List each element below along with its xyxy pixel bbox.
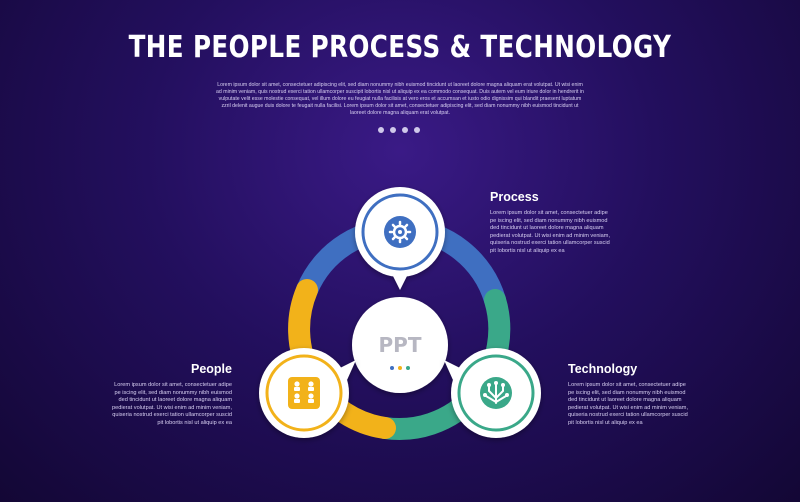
people-title: People	[191, 362, 232, 376]
process-text-block: Process Lorem ipsum dolor sit amet, cons…	[490, 190, 610, 256]
technology-title: Technology	[568, 362, 638, 376]
center-dot-yellow	[398, 366, 402, 370]
circuit-icon	[480, 377, 512, 409]
people-description: Lorem ipsum dolor sit amet, consectetuer…	[112, 382, 233, 426]
pagination-dot	[378, 127, 384, 133]
pagination-dot	[390, 127, 396, 133]
process-description: Lorem ipsum dolor sit amet, consectetuer…	[490, 210, 611, 254]
center-dot-green	[406, 366, 410, 370]
page-subtitle: Lorem ipsum dolor sit amet, consectetuer…	[216, 82, 584, 116]
pagination-dot	[414, 127, 420, 133]
page-title: THE PEOPLE PROCESS & TECHNOLOGY	[128, 30, 672, 65]
center-label: PPT	[379, 333, 422, 357]
people-grid-icon	[288, 377, 320, 409]
pagination-dots	[378, 127, 420, 133]
people-text-block: People Lorem ipsum dolor sit amet, conse…	[110, 362, 232, 428]
center-dot-blue	[390, 366, 394, 370]
technology-description: Lorem ipsum dolor sit amet, consectetuer…	[568, 382, 689, 426]
process-title: Process	[490, 190, 539, 204]
pagination-dot	[402, 127, 408, 133]
gear-refresh-icon	[384, 216, 416, 248]
technology-text-block: Technology Lorem ipsum dolor sit amet, c…	[568, 362, 688, 428]
center-hub	[352, 297, 448, 393]
